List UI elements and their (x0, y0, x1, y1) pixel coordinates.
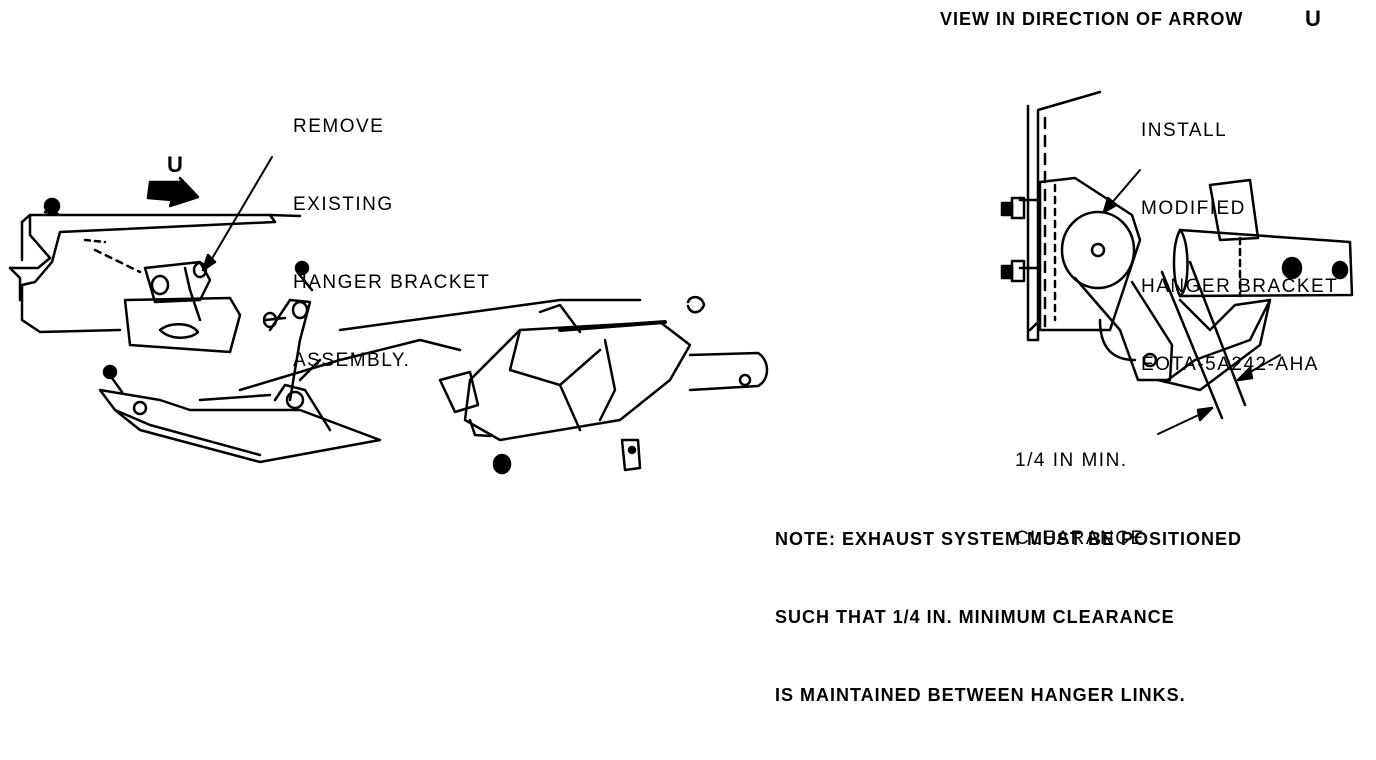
view-direction-letter: U (1305, 6, 1323, 31)
positioning-note: NOTE: EXHAUST SYSTEM MUST BE POSITIONED … (775, 474, 1242, 760)
clip-icon (620, 438, 642, 472)
clip-icon (686, 295, 706, 314)
exhaust-hanger-drawing (8, 90, 1354, 475)
clearance-lines (1160, 260, 1247, 420)
remove-leader (201, 156, 273, 272)
bolt-icon (294, 260, 314, 292)
note-line: NOTE: EXHAUST SYSTEM MUST BE POSITIONED (775, 529, 1243, 549)
bolt-icon (1000, 196, 1026, 220)
modified-hanger-bracket (1060, 210, 1174, 382)
install-callout-line: MODIFIED (1141, 198, 1246, 219)
bolt-icon (1000, 259, 1026, 283)
exhaust-pipe (238, 298, 642, 392)
hanger-link (262, 298, 332, 432)
remove-callout: REMOVE EXISTING HANGER BRACKET ASSEMBLY. (293, 62, 490, 426)
diagram-canvas: VIEW IN DIRECTION OF ARROW U U REMOVE EX… (8, 6, 1354, 705)
bolt-icon (43, 197, 61, 216)
lower-bracket-plate (98, 388, 382, 464)
install-callout-line: EOTA-5A242-AHA (1141, 354, 1319, 375)
nut-icon (492, 453, 512, 475)
catalytic-converter (438, 303, 692, 442)
frame-rail (8, 213, 302, 334)
detail-frame (1026, 90, 1102, 342)
bolt-icon (102, 364, 124, 394)
clearance-callout-line: 1/4 IN MIN. (1015, 450, 1128, 471)
tail-pipe (688, 351, 769, 392)
install-callout-line: HANGER BRACKET (1141, 276, 1339, 297)
view-direction-title: VIEW IN DIRECTION OF ARROW (940, 9, 1244, 29)
remove-callout-line: EXISTING (293, 194, 394, 215)
note-line: IS MAINTAINED BETWEEN HANGER LINKS. (775, 685, 1186, 705)
clearance-callout: 1/4 IN MIN. CLEARANCE (1015, 396, 1145, 604)
clearance-callout-line: CLEARANCE (1015, 528, 1145, 549)
note-line: SUCH THAT 1/4 IN. MINIMUM CLEARANCE (775, 607, 1175, 627)
remove-callout-line: HANGER BRACKET (293, 272, 491, 293)
install-leader (1102, 169, 1141, 214)
install-callout-line: INSTALL (1141, 120, 1228, 141)
install-callout: INSTALL MODIFIED HANGER BRACKET EOTA-5A2… (1141, 66, 1338, 430)
remove-callout-line: ASSEMBLY. (293, 350, 411, 371)
dashed-centerline (93, 248, 142, 274)
arrow-u-label: U (167, 152, 185, 177)
existing-hanger-bracket (123, 260, 242, 354)
direction-arrow-u (146, 176, 200, 208)
clearance-arrow (1157, 354, 1281, 435)
remove-callout-line: REMOVE (293, 116, 385, 137)
